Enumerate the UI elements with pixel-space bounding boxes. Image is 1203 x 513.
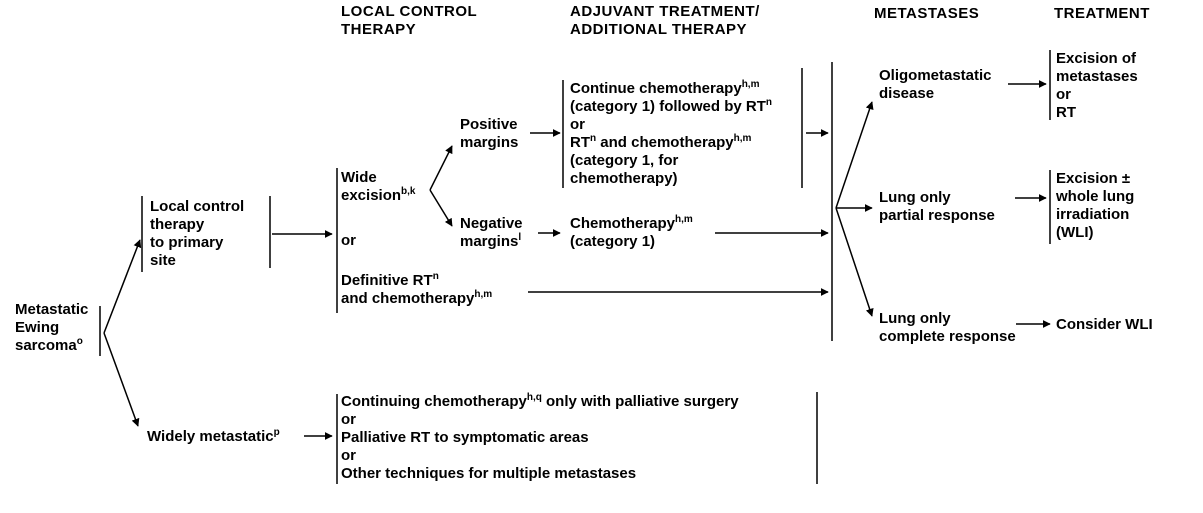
negative-treatment-line1: Chemotherapyh,m (570, 215, 693, 233)
negative-treatment-node: Chemotherapyh,m (category 1) (570, 215, 693, 251)
tx-oligo-line4: RT (1056, 104, 1076, 121)
positive-treatment-line4: RTn and chemotherapyh,m (570, 134, 772, 152)
or-label: or (341, 232, 356, 249)
local-control-line4: site (150, 252, 176, 269)
header-adjuvant: ADJUVANT TREATMENT/ ADDITIONAL THERAPY (570, 3, 760, 39)
definitive-footnote2: h,m (474, 289, 493, 300)
positive-treatment-line3: or (570, 116, 585, 133)
oligo-line1: Oligometastatic (879, 67, 992, 84)
tx-partial-line1: Excision ± (1056, 170, 1131, 187)
wide-excision-footnote: b,k (401, 186, 416, 197)
definitive-rt-node: Definitive RTn and chemotherapyh,m (341, 272, 492, 308)
positive-treatment-line2-text: (category 1) followed by RT (570, 98, 766, 115)
widely-treatment-line1: Continuing chemotherapyh,q only with pal… (341, 393, 739, 411)
lung-complete-line2: complete response (879, 328, 1016, 345)
negative-margins-line1: Negative (460, 215, 523, 232)
start-line3: sarcomao (15, 337, 88, 355)
lung-partial-node: Lung only partial response (879, 189, 995, 225)
positive-margins-node: Positive margins (460, 116, 518, 152)
definitive-footnote1: n (432, 271, 439, 282)
header-local-control-line2: THERAPY (341, 21, 417, 38)
positive-treatment-footnote4: h,m (733, 133, 752, 144)
wide-excision-line1: Wide (341, 169, 377, 186)
start-line1: Metastatic (15, 301, 89, 318)
widely-treatment-line1-text: Continuing chemotherapy (341, 393, 527, 410)
positive-margins-line1: Positive (460, 116, 518, 133)
widely-treatment-line1-rest: only with palliative surgery (541, 393, 739, 410)
start-footnote: o (76, 336, 83, 347)
tx-partial-node: Excision ± whole lung irradiation (WLI) (1056, 170, 1134, 242)
negative-margins-line2: marginsl (460, 233, 523, 251)
arrow-to-local-control (103, 239, 142, 334)
widely-treatment-line2: or (341, 411, 356, 428)
positive-treatment-line2: (category 1) followed by RTn (570, 98, 772, 116)
tx-oligo-line2: metastases (1056, 68, 1138, 85)
positive-treatment-line1-text: Continue chemotherapy (570, 80, 742, 97)
positive-treatment-footnote3: n (590, 133, 597, 144)
negative-margins-footnote: l (518, 232, 522, 243)
local-control-line1: Local control (150, 198, 245, 215)
definitive-line1: Definitive RTn (341, 272, 492, 290)
local-control-line3: to primary (150, 234, 224, 251)
local-control-node: Local control therapy to primary site (150, 198, 244, 270)
widely-metastatic-node: Widely metastaticp (147, 428, 280, 446)
widely-treatment-line3: Palliative RT to symptomatic areas (341, 429, 589, 446)
negative-margins-line2-text: margins (460, 233, 519, 250)
local-control-line2: therapy (150, 216, 205, 233)
arrow-to-negative (429, 189, 453, 227)
start-node-metastatic-ewing: Metastatic Ewing sarcomao (15, 301, 88, 355)
tx-oligo-node: Excision of metastases or RT (1056, 50, 1138, 122)
header-metastases: METASTASES (874, 5, 980, 22)
lung-complete-line1: Lung only (879, 310, 951, 327)
definitive-line1-text: Definitive RT (341, 272, 433, 289)
arrow-to-positive (429, 145, 453, 191)
definitive-line2: and chemotherapyh,m (341, 290, 492, 308)
arrow-to-widely (103, 332, 140, 427)
oligo-line2: disease (879, 85, 935, 102)
header-local-control-line1: LOCAL CONTROL (341, 3, 478, 20)
tx-oligo-line1: Excision of (1056, 50, 1137, 67)
oligometastatic-node: Oligometastatic disease (879, 67, 992, 103)
lung-partial-line1: Lung only (879, 189, 951, 206)
positive-treatment-line4-rt: RT (570, 134, 590, 151)
tx-partial-line2: whole lung (1056, 188, 1135, 205)
positive-treatment-line1: Continue chemotherapyh,m (570, 80, 772, 98)
positive-treatment-line6: chemotherapy) (570, 170, 678, 187)
widely-treatment-line4: or (341, 447, 356, 464)
wide-excision-node: Wide excisionb,k (341, 169, 415, 205)
definitive-line2-text: and chemotherapy (341, 290, 475, 307)
positive-treatment-footnote2: n (765, 97, 772, 108)
arrow-to-oligo (835, 101, 874, 209)
negative-margins-node: Negative marginsl (460, 215, 523, 251)
tx-partial-line3: irradiation (1056, 206, 1130, 223)
header-treatment: TREATMENT (1054, 5, 1150, 22)
lung-partial-line2: partial response (879, 207, 995, 224)
tx-oligo-line3: or (1056, 86, 1071, 103)
tx-partial-line4: (WLI) (1056, 224, 1094, 241)
widely-treatment-node: Continuing chemotherapyh,q only with pal… (341, 393, 739, 483)
widely-treatment-footnote: h,q (526, 392, 542, 403)
positive-treatment-line5: (category 1, for (570, 152, 679, 169)
wide-excision-line2-text: excision (341, 187, 402, 204)
positive-treatment-node: Continue chemotherapyh,m (category 1) fo… (570, 80, 772, 188)
lung-complete-node: Lung only complete response (879, 310, 1016, 346)
header-adjuvant-line2: ADDITIONAL THERAPY (570, 21, 748, 38)
widely-footnote: p (273, 427, 280, 438)
positive-treatment-footnote1: h,m (741, 79, 760, 90)
positive-margins-line2: margins (460, 134, 519, 151)
header-local-control: LOCAL CONTROL THERAPY (341, 3, 477, 39)
tx-complete-node: Consider WLI (1056, 316, 1153, 333)
arrow-to-lung-complete (835, 207, 874, 317)
widely-treatment-line5: Other techniques for multiple metastases (341, 465, 637, 482)
header-adjuvant-line1: ADJUVANT TREATMENT/ (570, 3, 760, 20)
start-line3-text: sarcoma (15, 337, 77, 354)
negative-treatment-footnote: h,m (675, 214, 693, 225)
negative-treatment-line1-text: Chemotherapy (570, 215, 676, 232)
widely-text: Widely metastatic (147, 428, 274, 445)
start-line2: Ewing (15, 319, 60, 336)
wide-excision-line2: excisionb,k (341, 187, 415, 205)
positive-treatment-line4-text: and chemotherapy (596, 134, 734, 151)
negative-treatment-line2: (category 1) (570, 233, 656, 250)
